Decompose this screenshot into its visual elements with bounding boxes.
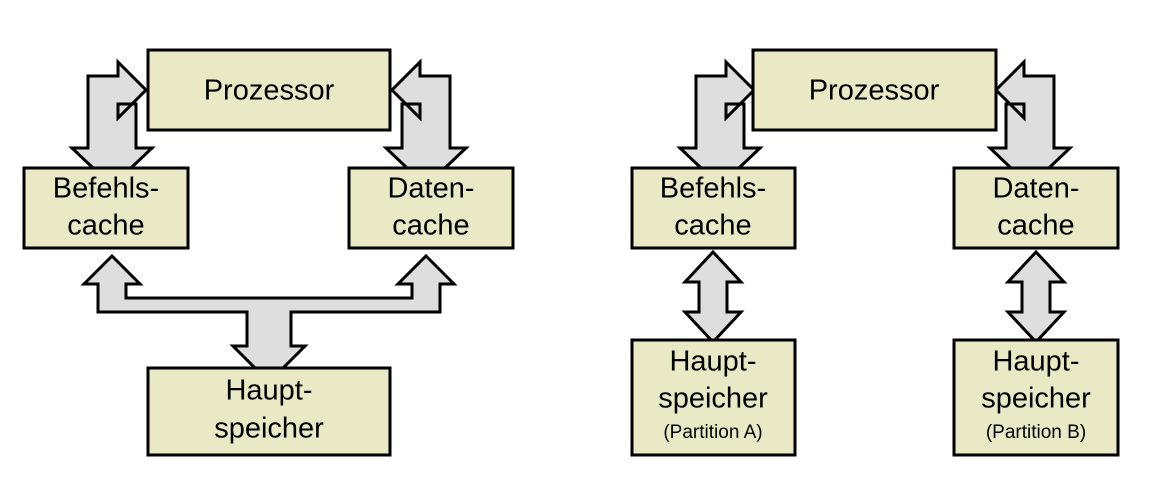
left-instruction-cache-box [22,166,190,250]
right-processor-box [751,48,998,132]
right-data-cache-box [952,166,1120,250]
left-main-memory-label-line1: Haupt- [225,375,312,407]
arrow-instruction-cache-memory-a [681,249,745,345]
arrow-memory-to-caches-tee [80,253,458,385]
right-instruction-cache-box [630,166,797,250]
right-main-memory-a-label-line2: speicher [658,383,768,415]
right-data-cache-label-line1: Daten- [992,173,1079,205]
arrow-processor-instruction-cache-left [68,58,156,189]
right-main-memory-b-partition-label: (Partition B) [986,422,1086,443]
left-instruction-cache-label-line2: cache [67,210,144,242]
right-node-main-memory-b: Haupt- speicher (Partition B) [952,338,1120,457]
arrow-data-cache-memory-b [1004,249,1068,345]
right-instruction-cache-label-line1: Befehls- [660,173,766,205]
arrow-processor-data-cache-left [382,58,470,189]
left-node-data-cache: Daten- cache [347,166,515,250]
right-main-memory-a-box [630,338,797,457]
left-instruction-cache-label-line1: Befehls- [53,173,159,205]
left-node-main-memory: Haupt- speicher [146,366,392,457]
left-node-instruction-cache: Befehls- cache [22,166,190,250]
arrow-processor-data-cache-right [986,58,1074,189]
right-node-data-cache: Daten- cache [952,166,1120,250]
left-diagram-group: Prozessor Befehls- cache Daten- cache Ha… [22,48,515,457]
right-main-memory-b-label-line2: speicher [981,383,1091,415]
left-main-memory-box [146,366,392,457]
right-main-memory-a-partition-label: (Partition A) [663,422,762,443]
right-node-processor: Prozessor [751,48,998,132]
right-instruction-cache-label-line2: cache [674,210,751,242]
right-processor-label: Prozessor [809,75,940,107]
left-processor-box [146,48,392,132]
right-node-main-memory-a: Haupt- speicher (Partition A) [630,338,797,457]
right-main-memory-b-box [952,338,1120,457]
left-data-cache-label-line2: cache [392,210,469,242]
right-data-cache-label-line2: cache [997,210,1074,242]
right-node-instruction-cache: Befehls- cache [630,166,797,250]
right-main-memory-a-label-line1: Haupt- [669,346,756,378]
left-processor-label: Prozessor [204,75,335,107]
arrow-processor-instruction-cache-right [676,58,764,189]
left-main-memory-label-line2: speicher [214,413,324,445]
right-diagram-group: Prozessor Befehls- cache Daten- cache Ha… [630,48,1120,457]
right-main-memory-b-label-line1: Haupt- [992,346,1079,378]
left-data-cache-box [347,166,515,250]
left-data-cache-label-line1: Daten- [387,173,474,205]
left-node-processor: Prozessor [146,48,392,132]
